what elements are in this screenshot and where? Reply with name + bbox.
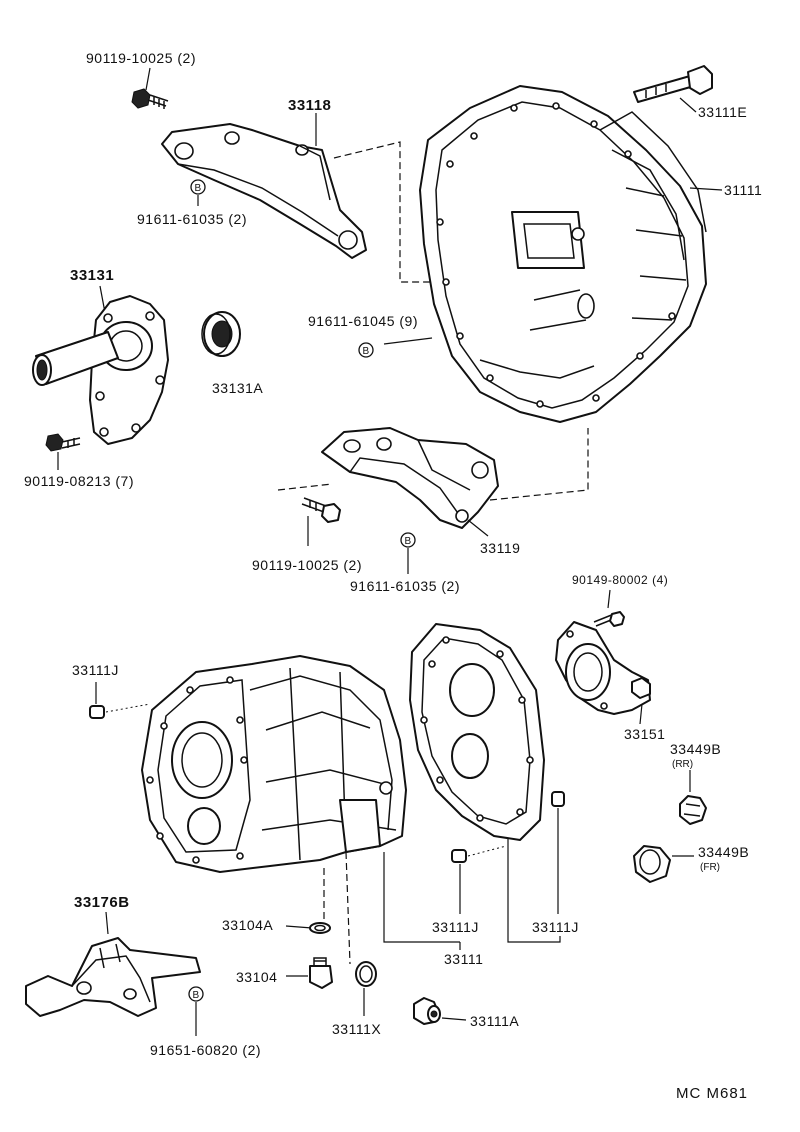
svg-text:B: B [195, 183, 202, 194]
label-33131a: 33131A [212, 380, 263, 396]
label-33104: 33104 [236, 969, 277, 985]
label-90149-80002: 90149-80002 (4) [572, 573, 668, 587]
bracket-33118[interactable] [161, 123, 367, 259]
gasket-33104a[interactable] [309, 922, 331, 934]
label-33449b-rr: 33449B [670, 741, 721, 757]
label-31111: 31111 [724, 182, 762, 198]
label-33111j-left: 33111J [72, 662, 119, 678]
cap-33449b-rr[interactable] [679, 795, 707, 825]
svg-text:B: B [363, 346, 370, 357]
label-90119-10025-top: 90119-10025 (2) [86, 50, 196, 66]
diagram-code: MC M681 [676, 1085, 748, 1102]
label-33176b: 33176B [74, 894, 130, 911]
label-33111x: 33111X [332, 1021, 381, 1037]
marker-b-mid: B [400, 532, 416, 548]
label-91611-61045: 91611-61045 (9) [308, 313, 418, 329]
label-91611-61035-mid: 91611-61035 (2) [350, 578, 460, 594]
screw-90149-80002[interactable] [593, 611, 625, 627]
intermediate-plate[interactable] [409, 623, 545, 841]
label-33104a: 33104A [222, 917, 273, 933]
label-33111j-right: 33111J [532, 919, 579, 935]
label-33119: 33119 [480, 540, 520, 556]
bolt-33111e[interactable] [633, 65, 713, 103]
clutch-housing-31111[interactable] [419, 85, 707, 423]
label-33111a: 33111A [470, 1013, 519, 1029]
bracket-33119[interactable] [321, 427, 499, 529]
label-90119-10025-mid: 90119-10025 (2) [252, 557, 362, 573]
oil-seal-33131a[interactable] [201, 311, 241, 357]
label-91651-60820: 91651-60820 (2) [150, 1042, 261, 1058]
label-33111e: 33111E [698, 104, 747, 120]
bolt-90119-10025-mid[interactable] [301, 497, 341, 523]
bolt-90119-08213[interactable] [45, 433, 81, 452]
bracket-33176b[interactable] [25, 937, 201, 1017]
plug-33104[interactable] [309, 957, 333, 989]
cap-33449b-fr[interactable] [633, 845, 671, 883]
label-33449b-fr: 33449B [698, 844, 749, 860]
retainer-33151[interactable] [555, 621, 651, 715]
pin-33111j-right[interactable] [551, 791, 565, 807]
svg-text:B: B [405, 536, 412, 547]
marker-b-bottom: B [188, 986, 204, 1002]
label-33118: 33118 [288, 97, 331, 114]
label-fr-suffix: (FR) [700, 862, 720, 873]
washer-33111x[interactable] [355, 961, 377, 987]
label-33111-group: 33111 [444, 951, 483, 967]
label-33131: 33131 [70, 267, 114, 284]
transmission-case[interactable] [141, 655, 407, 873]
marker-b-top: B [190, 179, 206, 195]
pin-33111j-mid[interactable] [451, 849, 467, 863]
bolt-90119-10025-top[interactable] [131, 88, 169, 109]
bearing-retainer-33131[interactable] [32, 295, 169, 445]
label-33151: 33151 [624, 726, 665, 742]
label-90119-08213: 90119-08213 (7) [24, 473, 134, 489]
plug-33111a[interactable] [413, 997, 441, 1025]
label-rr-suffix: (RR) [672, 759, 693, 770]
label-33111j-mid: 33111J [432, 919, 479, 935]
svg-text:B: B [193, 990, 200, 1001]
marker-b-61045: B [358, 342, 374, 358]
label-91611-61035-top: 91611-61035 (2) [137, 211, 247, 227]
pin-33111j-left[interactable] [89, 705, 105, 719]
